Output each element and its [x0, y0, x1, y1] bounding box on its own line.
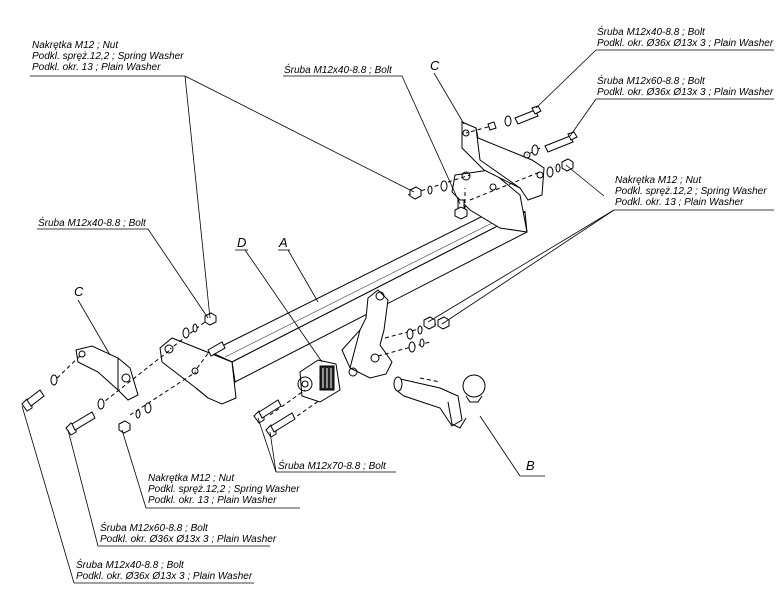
- hardware-top-left-nut: [409, 180, 448, 200]
- letter-c-top: C: [430, 58, 440, 73]
- label-bolt-bottom-40: Śruba M12x40-8.8 ; Bolt Podkl. okr. Ø36x…: [76, 560, 253, 582]
- hardware-top-bolt: [454, 199, 468, 220]
- hardware-left-bottom: [21, 374, 152, 436]
- left-mounting-plate: [159, 337, 237, 405]
- hardware-center-nuts: [406, 316, 450, 353]
- socket-plate-d: [297, 359, 341, 403]
- letter-c-left: C: [74, 284, 84, 299]
- label-nut-bottom: Nakrętka M12 ; Nut Podkl. spręż.12,2 ; S…: [148, 473, 300, 506]
- label-bolt-top-right-1: Śruba M12x40-8.8 ; Bolt Podkl. okr. Ø36x…: [597, 27, 774, 49]
- leader-lines: [21, 49, 774, 584]
- hardware-top-right-bolt1: [487, 105, 542, 131]
- letter-b: B: [526, 458, 535, 473]
- label-bolt-left: Śruba M12x40-8.8 ; Bolt: [38, 218, 146, 229]
- label-nut-right: Nakrętka M12 ; Nut Podkl. spręż.12,2 ; S…: [615, 175, 767, 208]
- label-bolt-bottom-60: Śruba M12x60-8.8 ; Bolt Podkl. okr. Ø36x…: [100, 523, 277, 545]
- letter-a: A: [279, 235, 288, 250]
- hardware-top-right-bolt2: [531, 131, 578, 156]
- bracket-c-left: [75, 345, 139, 401]
- label-bolt-m70: Śruba M12x70-8.8 ; Bolt: [278, 461, 386, 472]
- bracket-c-top: [461, 121, 545, 201]
- label-bolt-top-right-2: Śruba M12x60-8.8 ; Bolt Podkl. okr. Ø36x…: [597, 76, 774, 98]
- hardware-m70-bolts: [253, 399, 296, 438]
- letter-d: D: [237, 235, 247, 250]
- towball-b: [393, 374, 486, 429]
- label-nut-top-left: Nakrętka M12 ; Nut Podkl. spręż.12,2 ; S…: [32, 40, 184, 73]
- label-bolt-top-mid: Śruba M12x40-8.8 ; Bolt: [284, 65, 392, 76]
- hardware-left-bolt: [182, 312, 226, 357]
